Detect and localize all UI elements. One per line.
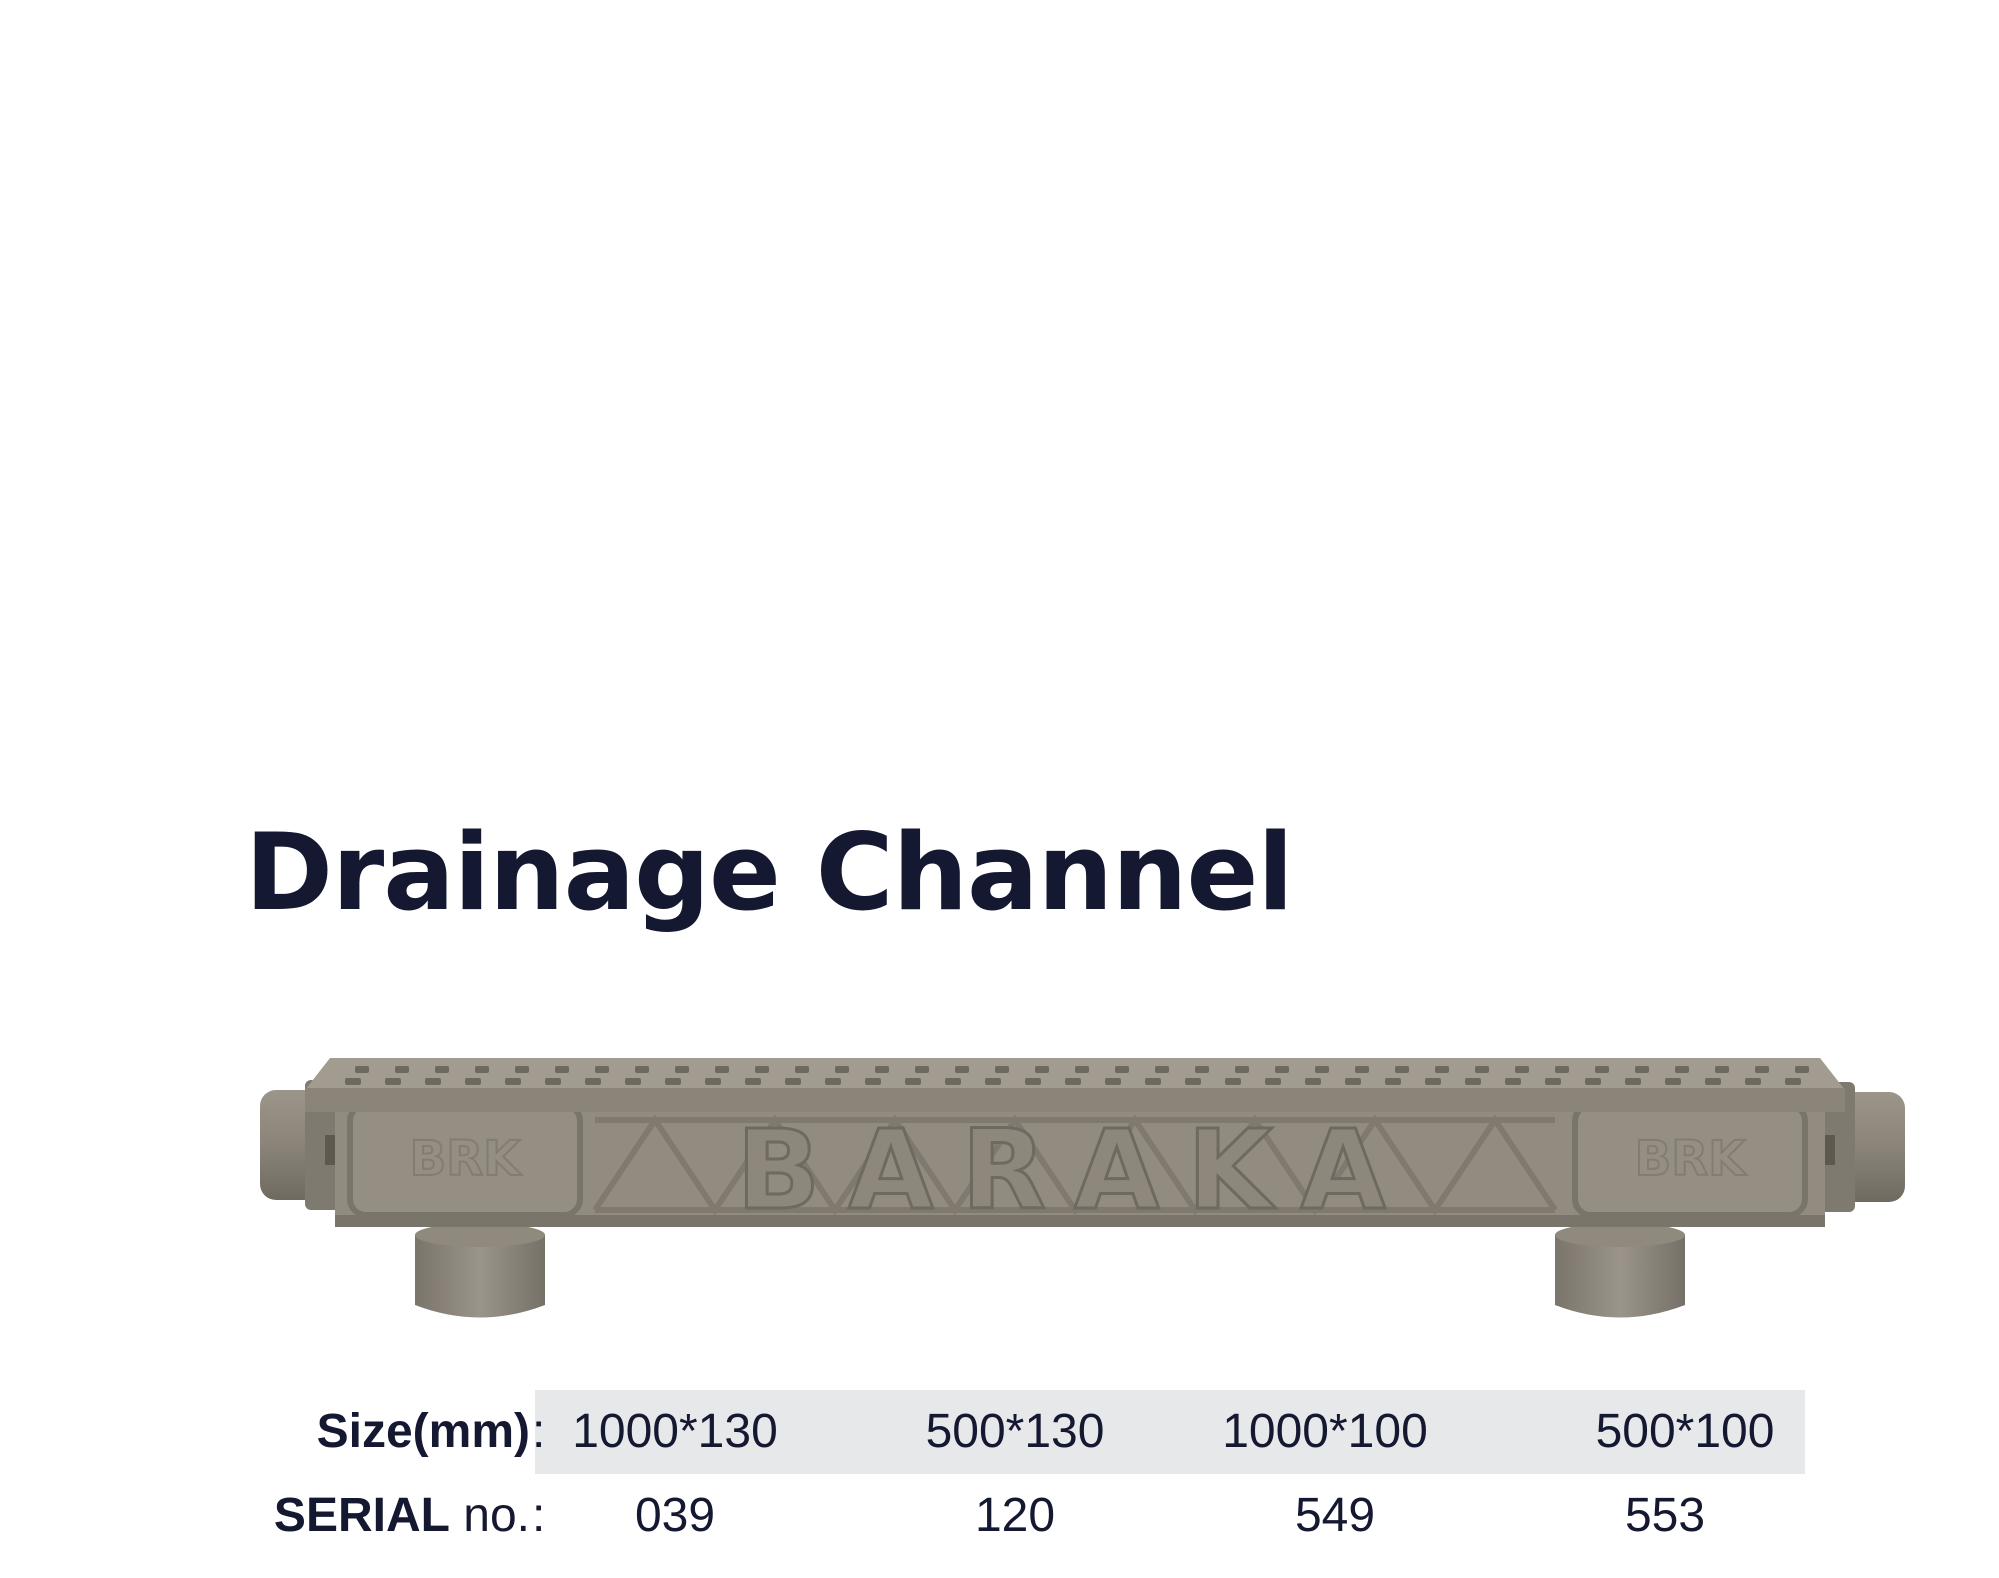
drainage-channel-image: BRK BRK BARAKA bbox=[260, 1058, 1905, 1318]
size-cell-4: 500*100 bbox=[1595, 1405, 1775, 1458]
serial-cell-2: 120 bbox=[974, 1489, 1056, 1542]
right-outlet bbox=[1555, 1235, 1685, 1318]
channel-brand-lettering: BARAKA bbox=[736, 1106, 1413, 1234]
size-cell-2: 500*130 bbox=[925, 1405, 1105, 1458]
serial-cell-4: 553 bbox=[1624, 1489, 1706, 1542]
page-title: Drainage Channel bbox=[245, 811, 1294, 934]
truss-lattice bbox=[592, 1114, 1558, 1216]
serial-cell-1: 039 bbox=[634, 1489, 716, 1542]
size-cell-1: 1000*130 bbox=[572, 1405, 778, 1458]
size-row-band bbox=[535, 1390, 1805, 1474]
size-row: Size(mm) : 1000*130 500*130 1000*100 500… bbox=[230, 1390, 1810, 1474]
grate-slots bbox=[345, 1066, 1809, 1085]
end-label-right: BRK bbox=[1635, 1131, 1748, 1187]
right-pipe-stub bbox=[1840, 1092, 1905, 1202]
serial-label: SERIAL no. bbox=[273, 1489, 530, 1542]
size-cell-3: 1000*100 bbox=[1222, 1405, 1428, 1458]
serial-cell-3: 549 bbox=[1294, 1489, 1376, 1542]
serial-colon: : bbox=[532, 1489, 546, 1542]
grate-front-edge bbox=[305, 1088, 1845, 1112]
size-colon: : bbox=[532, 1405, 546, 1458]
grate-top-surface bbox=[305, 1058, 1845, 1090]
spec-table: Size(mm) : 1000*130 500*130 1000*100 500… bbox=[230, 1390, 1810, 1558]
size-label: Size(mm) bbox=[316, 1405, 530, 1458]
left-outlet bbox=[415, 1235, 545, 1318]
end-label-left: BRK bbox=[410, 1131, 523, 1187]
serial-row: SERIAL no. : 039 120 549 553 bbox=[230, 1474, 1810, 1558]
